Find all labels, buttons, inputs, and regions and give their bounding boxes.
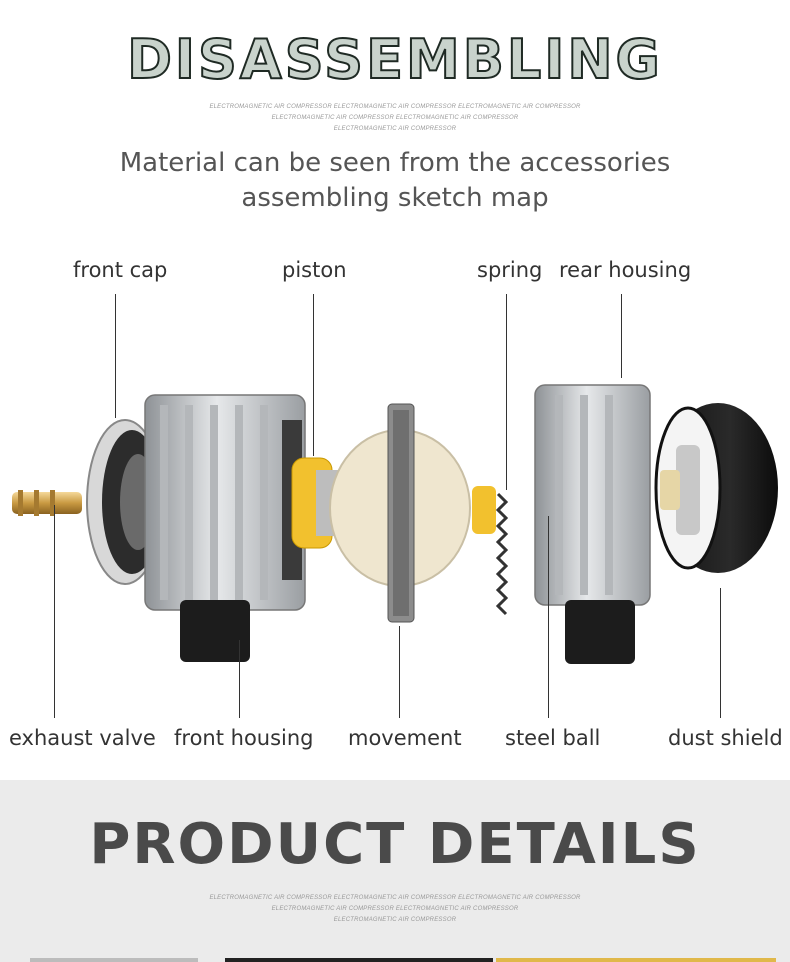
leader-line-dust-shield (720, 588, 721, 718)
front-housing-part (144, 394, 306, 662)
subtitle-line-2: assembling sketch map (241, 183, 549, 213)
label-exhaust-valve: exhaust valve (9, 726, 156, 750)
label-front-housing: front housing (174, 726, 314, 750)
exhaust-valve-part (12, 490, 82, 516)
label-movement: movement (348, 726, 462, 750)
label-steel-ball: steel ball (505, 726, 601, 750)
leader-line-front-cap (115, 294, 116, 418)
label-spring: spring (477, 258, 543, 282)
fine-print-line: ELECTROMAGNETIC AIR COMPRESSOR ELECTROMA… (209, 104, 581, 110)
movement-part (329, 403, 471, 623)
subtitle: Material can be seen from the accessorie… (0, 146, 790, 216)
next-image-strip (496, 958, 776, 962)
label-front-cap: front cap (73, 258, 168, 282)
product-details-section (0, 780, 790, 962)
section-title: DISASSEMBLING (126, 27, 663, 92)
product-details-title: PRODUCT DETAILS (89, 812, 701, 877)
leader-line-rear-housing (621, 294, 622, 378)
fine-print-line: ELECTROMAGNETIC AIR COMPRESSOR ELECTROMA… (209, 895, 581, 901)
next-image-strip (225, 958, 493, 962)
label-rear-housing: rear housing (559, 258, 692, 282)
fine-print-line: ELECTROMAGNETIC AIR COMPRESSOR (333, 917, 457, 923)
fine-print-line: ELECTROMAGNETIC AIR COMPRESSOR ELECTROMA… (271, 906, 519, 912)
leader-line-movement (399, 626, 400, 718)
next-image-strip (30, 958, 198, 962)
leader-line-steel-ball (548, 516, 549, 718)
label-piston: piston (282, 258, 347, 282)
fine-print-line: ELECTROMAGNETIC AIR COMPRESSOR (333, 126, 457, 132)
leader-line-piston (313, 294, 314, 456)
rear-housing-part (534, 384, 651, 664)
disassembly-section (0, 0, 790, 780)
label-dust-shield: dust shield (668, 726, 783, 750)
dust-shield-part (654, 403, 778, 573)
compressor-exploded-illustration (12, 384, 778, 664)
subtitle-line-1: Material can be seen from the accessorie… (119, 148, 671, 178)
leader-line-spring (506, 294, 507, 490)
spring-part (472, 486, 509, 616)
leader-line-exhaust-valve (54, 505, 55, 718)
leader-line-front-housing (239, 640, 240, 718)
fine-print-line: ELECTROMAGNETIC AIR COMPRESSOR ELECTROMA… (271, 115, 519, 121)
